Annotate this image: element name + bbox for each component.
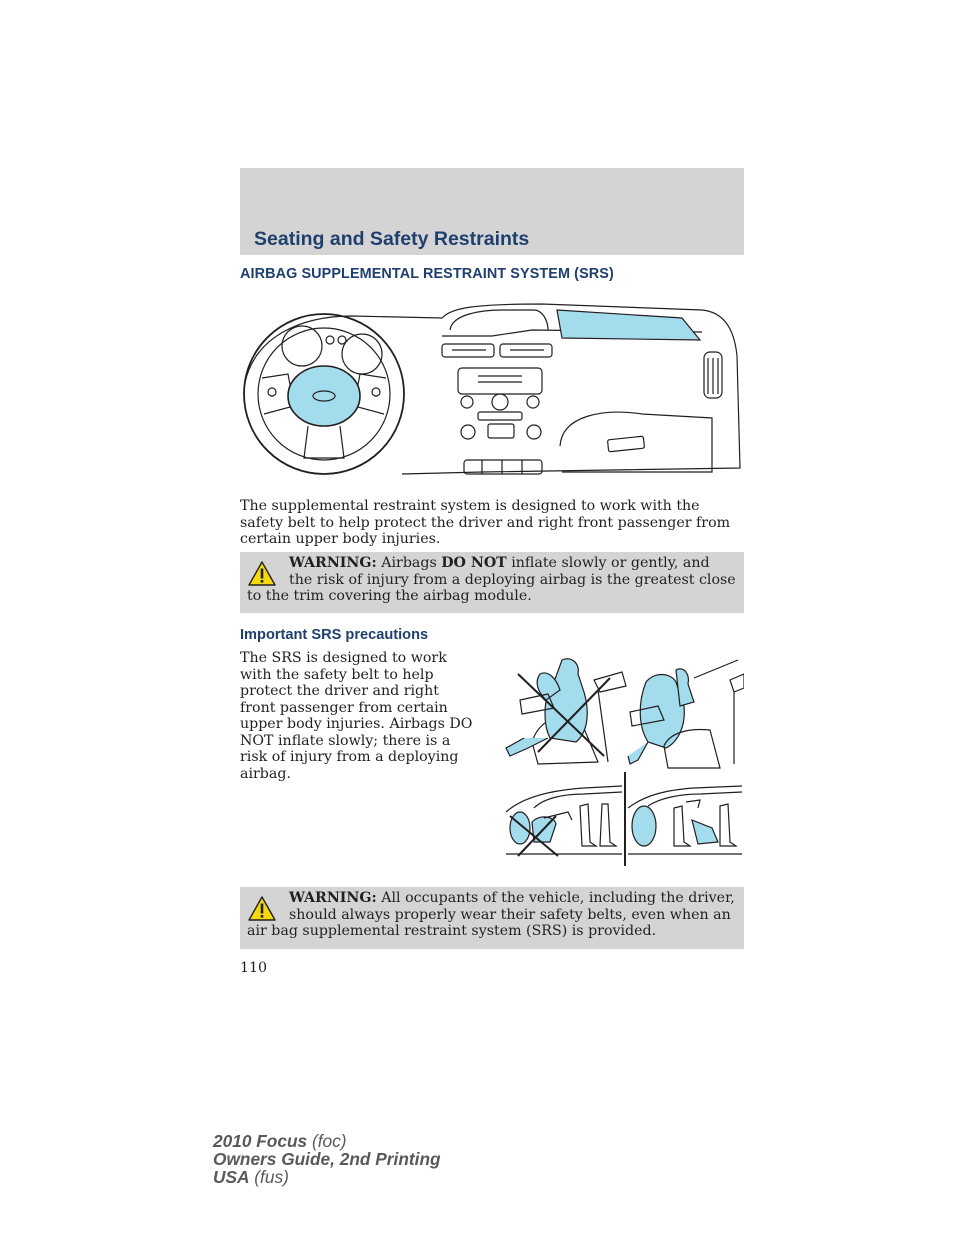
occupant-position-illustration (505, 658, 744, 769)
warning-box: WARNING: All occupants of the vehicle, i… (240, 887, 744, 949)
warning-label: WARNING: (289, 890, 377, 906)
footer-line-3: USA (fus) (213, 1167, 289, 1187)
airbag-left (509, 811, 531, 845)
vehicle-side-illustration (505, 772, 743, 866)
warning-emphasis: DO NOT (441, 555, 507, 571)
page-heading: AIRBAG SUPPLEMENTAL RESTRAINT SYSTEM (SR… (240, 266, 614, 282)
warning-triangle-icon (248, 896, 276, 921)
section-title: Seating and Safety Restraints (254, 228, 530, 250)
warning-text: WARNING: All occupants of the vehicle, i… (247, 890, 735, 940)
footer-line-1: 2010 Focus (foc) (213, 1131, 347, 1151)
section-header-band: Seating and Safety Restraints (240, 168, 744, 255)
footer-line-2: Owners Guide, 2nd Printing (213, 1149, 441, 1169)
page-number: 110 (240, 960, 268, 976)
intro-paragraph: The supplemental restraint system is des… (240, 498, 731, 547)
airbag-right (631, 805, 657, 847)
driver-airbag-cover (287, 365, 361, 427)
precautions-paragraph: The SRS is designed to work with the saf… (240, 650, 473, 782)
dashboard-airbag-illustration (243, 303, 741, 475)
warning-label: WARNING: (289, 555, 377, 571)
warning-triangle-icon (248, 561, 276, 586)
warning-text: WARNING: Airbags DO NOT inflate slowly o… (247, 555, 736, 605)
subheading: Important SRS precautions (240, 627, 429, 643)
warning-box: WARNING: Airbags DO NOT inflate slowly o… (240, 552, 744, 613)
document-footer: 2010 Focus (foc) Owners Guide, 2nd Print… (213, 1132, 441, 1186)
passenger-airbag-panel (556, 309, 702, 341)
